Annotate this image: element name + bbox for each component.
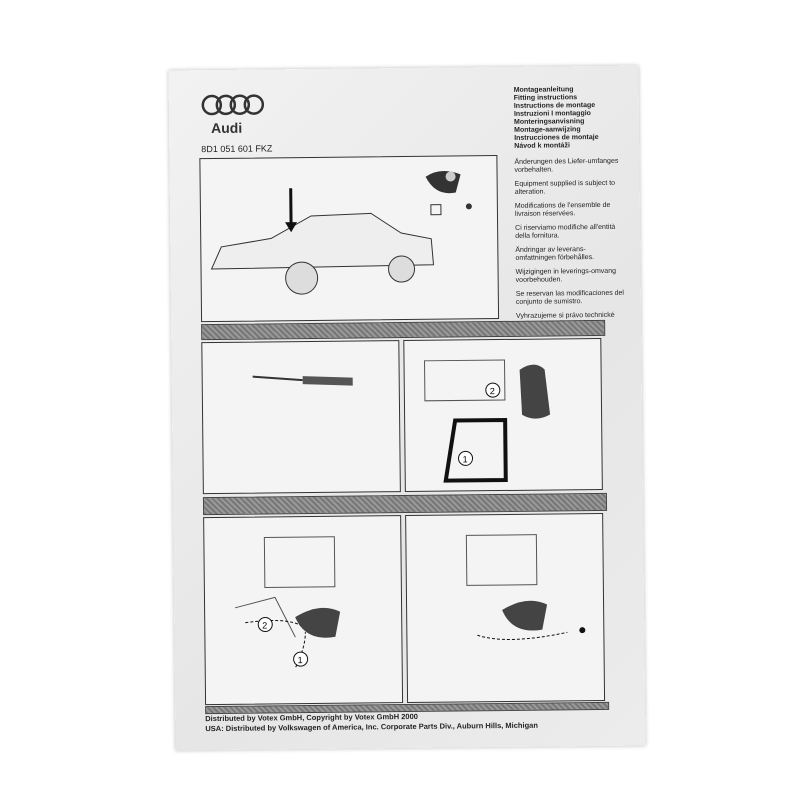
divider-bar: [201, 319, 606, 341]
screwdriver-icon: [252, 375, 353, 386]
panel-step-secure-screw: [405, 512, 606, 704]
svg-text:1: 1: [298, 655, 303, 665]
audi-rings-logo: [201, 93, 265, 116]
car-illustration: [210, 171, 472, 295]
svg-text:2: 2: [490, 386, 495, 396]
panel-step-fit-cover: 2 1: [203, 515, 404, 706]
svg-text:2: 2: [262, 620, 267, 630]
fit-cover-illustration: 2 1: [234, 536, 341, 668]
divider-bar: [202, 492, 608, 516]
panel-vehicle-overview: [199, 155, 500, 323]
brand-name: Audi: [210, 119, 243, 137]
notes-list: Änderungen des Liefer-umfanges vorbehalt…: [514, 157, 625, 328]
panel-tool-screwdriver: [201, 340, 401, 495]
secure-screw-illustration: [465, 534, 586, 640]
panel-step-remove-cover: 1 2: [403, 337, 603, 493]
part-number: 8D1 051 601 FKZ: [201, 143, 273, 155]
svg-text:1: 1: [462, 454, 467, 464]
console-illustration: 1 2: [424, 359, 551, 483]
